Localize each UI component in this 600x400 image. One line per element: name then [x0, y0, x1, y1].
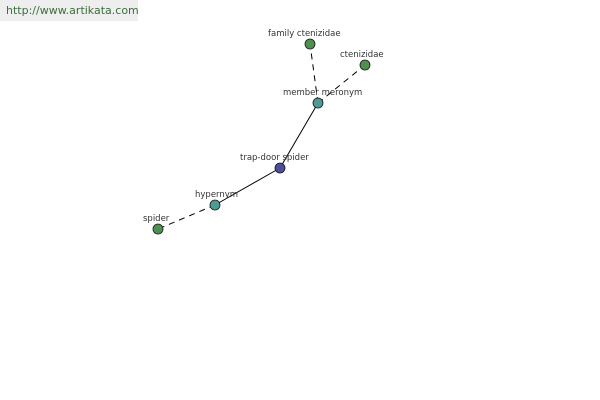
node-ctenizidae[interactable]: ctenizidae — [340, 50, 384, 71]
node-family-ctenizidae[interactable]: family ctenizidae — [268, 29, 341, 50]
node-marker-ctenizidae[interactable] — [359, 59, 371, 71]
edges-layer — [157, 43, 366, 230]
edge-trap-door-spider-to-member-meronym — [279, 102, 319, 169]
node-trap-door-spider[interactable]: trap-door spider — [240, 153, 309, 174]
node-marker-spider[interactable] — [152, 223, 164, 235]
node-marker-hypernym[interactable] — [209, 199, 221, 211]
node-marker-trap-door-spider[interactable] — [274, 162, 286, 174]
node-marker-member-meronym[interactable] — [312, 97, 324, 109]
node-label-spider[interactable]: spider — [143, 214, 170, 224]
edge-trap-door-spider-to-hypernym — [214, 167, 281, 206]
node-label-trap-door-spider[interactable]: trap-door spider — [240, 153, 309, 163]
node-marker-family-ctenizidae[interactable] — [304, 38, 316, 50]
node-member-meronym[interactable]: member meronym — [283, 88, 362, 109]
edge-member-meronym-to-family-ctenizidae — [309, 43, 319, 104]
node-label-family-ctenizidae[interactable]: family ctenizidae — [268, 29, 341, 39]
site-watermark[interactable]: http://www.artikata.com — [0, 0, 139, 21]
nodes-layer: trap-door spider hypernym member meronym sp… — [143, 29, 384, 235]
node-label-member-meronym[interactable]: member meronym — [283, 88, 362, 98]
node-spider[interactable]: spider — [143, 214, 170, 235]
node-label-ctenizidae[interactable]: ctenizidae — [340, 50, 384, 60]
node-label-hypernym[interactable]: hypernym — [195, 190, 238, 200]
node-hypernym[interactable]: hypernym — [195, 190, 238, 211]
